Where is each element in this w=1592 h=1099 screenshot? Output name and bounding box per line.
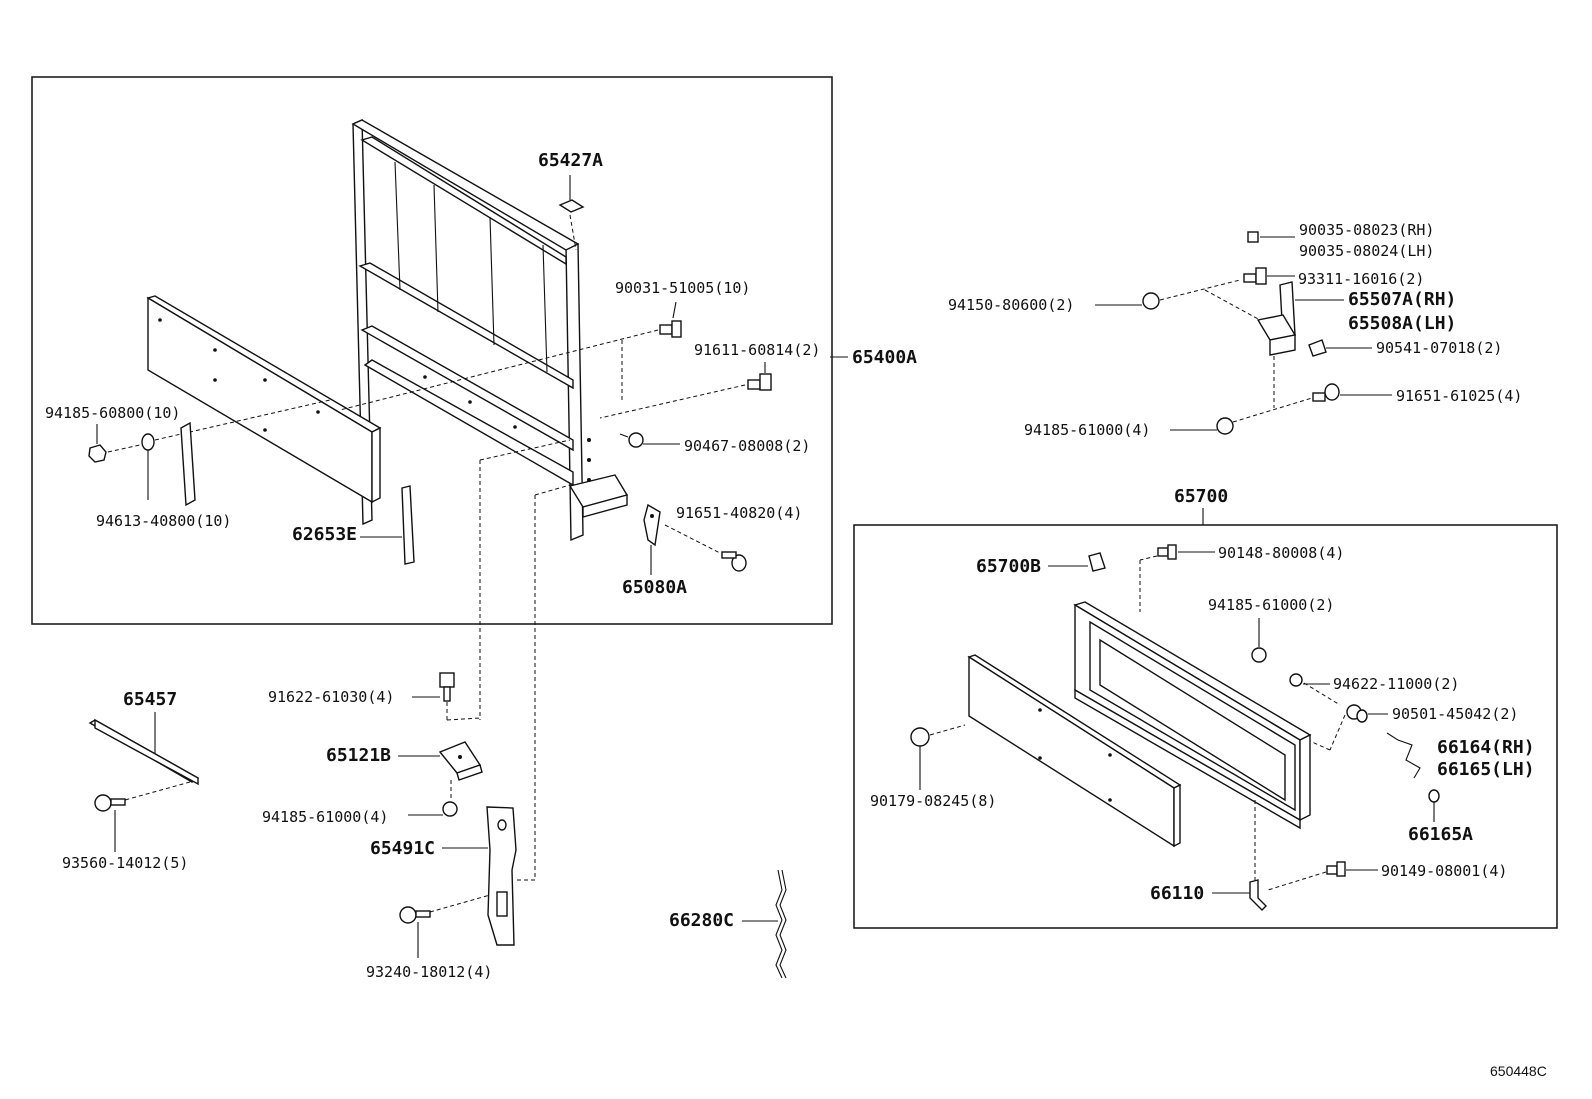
fitting-90541: [1308, 339, 1327, 357]
bolt-90148: [1157, 544, 1177, 560]
label-94185-61000-b: 94185-61000(2): [1208, 596, 1334, 614]
label-65427A: 65427A: [538, 150, 603, 171]
label-66165A: 66165A: [1408, 824, 1473, 845]
label-94613: 94613-40800(10): [96, 512, 231, 530]
bolt-91622: [439, 672, 455, 702]
chain-66280C: [775, 869, 787, 979]
label-91651-40820: 91651-40820(4): [676, 504, 802, 522]
label-94185-61000-a: 94185-61000(4): [1024, 421, 1150, 439]
cap-90035: [1247, 231, 1259, 243]
pin-66164: [1386, 732, 1421, 779]
label-65700: 65700: [1174, 486, 1228, 507]
bolt-93240: [399, 906, 431, 924]
bolt-91611: [747, 373, 772, 391]
tailgate-group-frame: [853, 524, 1558, 929]
tailgate-frame: [1073, 601, 1312, 830]
bracket-65491C: [486, 806, 517, 946]
label-90035-rh: 90035-08023(RH): [1299, 221, 1434, 239]
nut-94150: [1142, 292, 1160, 310]
label-90467: 90467-08008(2): [684, 437, 810, 455]
knob-90179: [910, 727, 930, 747]
nut-94185-60800: [88, 444, 107, 463]
label-65491C: 65491C: [370, 838, 435, 859]
headboard-group-frame: [31, 76, 833, 625]
bolt-91651-40820: [721, 551, 747, 572]
label-94185-60800: 94185-60800(10): [45, 404, 180, 422]
strip-rubber: [180, 421, 196, 507]
washer-94613: [141, 433, 155, 451]
label-66165: 66165(LH): [1437, 759, 1535, 780]
label-93311: 93311-16016(2): [1298, 270, 1424, 288]
label-90031: 90031-51005(10): [615, 279, 750, 297]
bolt-91651-61025: [1312, 383, 1340, 402]
label-90148: 90148-80008(4): [1218, 544, 1344, 562]
cap-66165A: [1428, 789, 1440, 803]
label-90179: 90179-08245(8): [870, 792, 996, 810]
label-91611: 91611-60814(2): [694, 341, 820, 359]
tailgate-panel: [967, 654, 1182, 848]
label-66110: 66110: [1150, 883, 1204, 904]
label-94150: 94150-80600(2): [948, 296, 1074, 314]
label-65400A: 65400A: [852, 347, 917, 368]
washer-94622: [1289, 673, 1303, 687]
bumper-65700B: [1088, 552, 1106, 572]
bracket-65121B: [438, 741, 483, 781]
headboard-panel: [146, 295, 382, 504]
label-94185-61000-c: 94185-61000(4): [262, 808, 388, 826]
hinge-65507A: [1256, 281, 1297, 356]
bolt-93311: [1243, 267, 1267, 285]
label-65700B: 65700B: [976, 556, 1041, 577]
bolt-90149: [1326, 861, 1346, 877]
label-90035-lh: 90035-08024(LH): [1299, 242, 1434, 260]
label-93240: 93240-18012(4): [366, 963, 492, 981]
bolt-90031: [659, 320, 682, 338]
label-90541: 90541-07018(2): [1376, 339, 1502, 357]
label-93560: 93560-14012(5): [62, 854, 188, 872]
bushing-90501: [1346, 704, 1368, 723]
headboard-rack: [351, 118, 629, 542]
label-90501: 90501-45042(2): [1392, 705, 1518, 723]
label-65121B: 65121B: [326, 745, 391, 766]
bolt-93560: [94, 794, 126, 812]
label-90149: 90149-08001(4): [1381, 862, 1507, 880]
label-91622: 91622-61030(4): [268, 688, 394, 706]
label-66280C: 66280C: [669, 910, 734, 931]
label-66164: 66164(RH): [1437, 737, 1535, 758]
strip-62653E: [401, 485, 415, 565]
nut-94185-61000-a: [1216, 417, 1234, 435]
label-94622: 94622-11000(2): [1333, 675, 1459, 693]
pin-90467: [619, 432, 644, 448]
washer-94185-61000-b: [1251, 647, 1267, 663]
label-65508A: 65508A(LH): [1348, 313, 1456, 334]
label-65507A: 65507A(RH): [1348, 289, 1456, 310]
part-65427A: [558, 199, 585, 213]
label-91651-61025: 91651-61025(4): [1396, 387, 1522, 405]
hook-65080A: [643, 503, 661, 547]
diagram-reference-code: 650448C: [1490, 1063, 1547, 1079]
label-65080A: 65080A: [622, 577, 687, 598]
label-65457: 65457: [123, 689, 177, 710]
label-62653E: 62653E: [292, 524, 357, 545]
bracket-66110: [1249, 879, 1267, 911]
nut-94185-61000-c: [442, 801, 458, 817]
